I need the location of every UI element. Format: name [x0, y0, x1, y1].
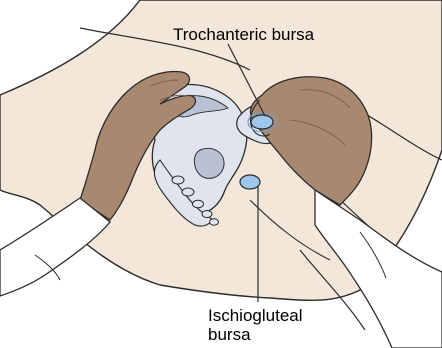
- ischiogluteal-label-line1: Ischiogluteal: [208, 306, 303, 325]
- ischiogluteal-bursa-label: Ischiogluteal bursa: [208, 306, 303, 344]
- ischiogluteal-bursa: [240, 175, 260, 189]
- ischiogluteal-label-line2: bursa: [208, 325, 303, 344]
- obturator-foramen: [194, 148, 224, 178]
- trochanteric-bursa-label: Trochanteric bursa: [173, 25, 314, 44]
- trochanteric-bursa: [251, 115, 273, 129]
